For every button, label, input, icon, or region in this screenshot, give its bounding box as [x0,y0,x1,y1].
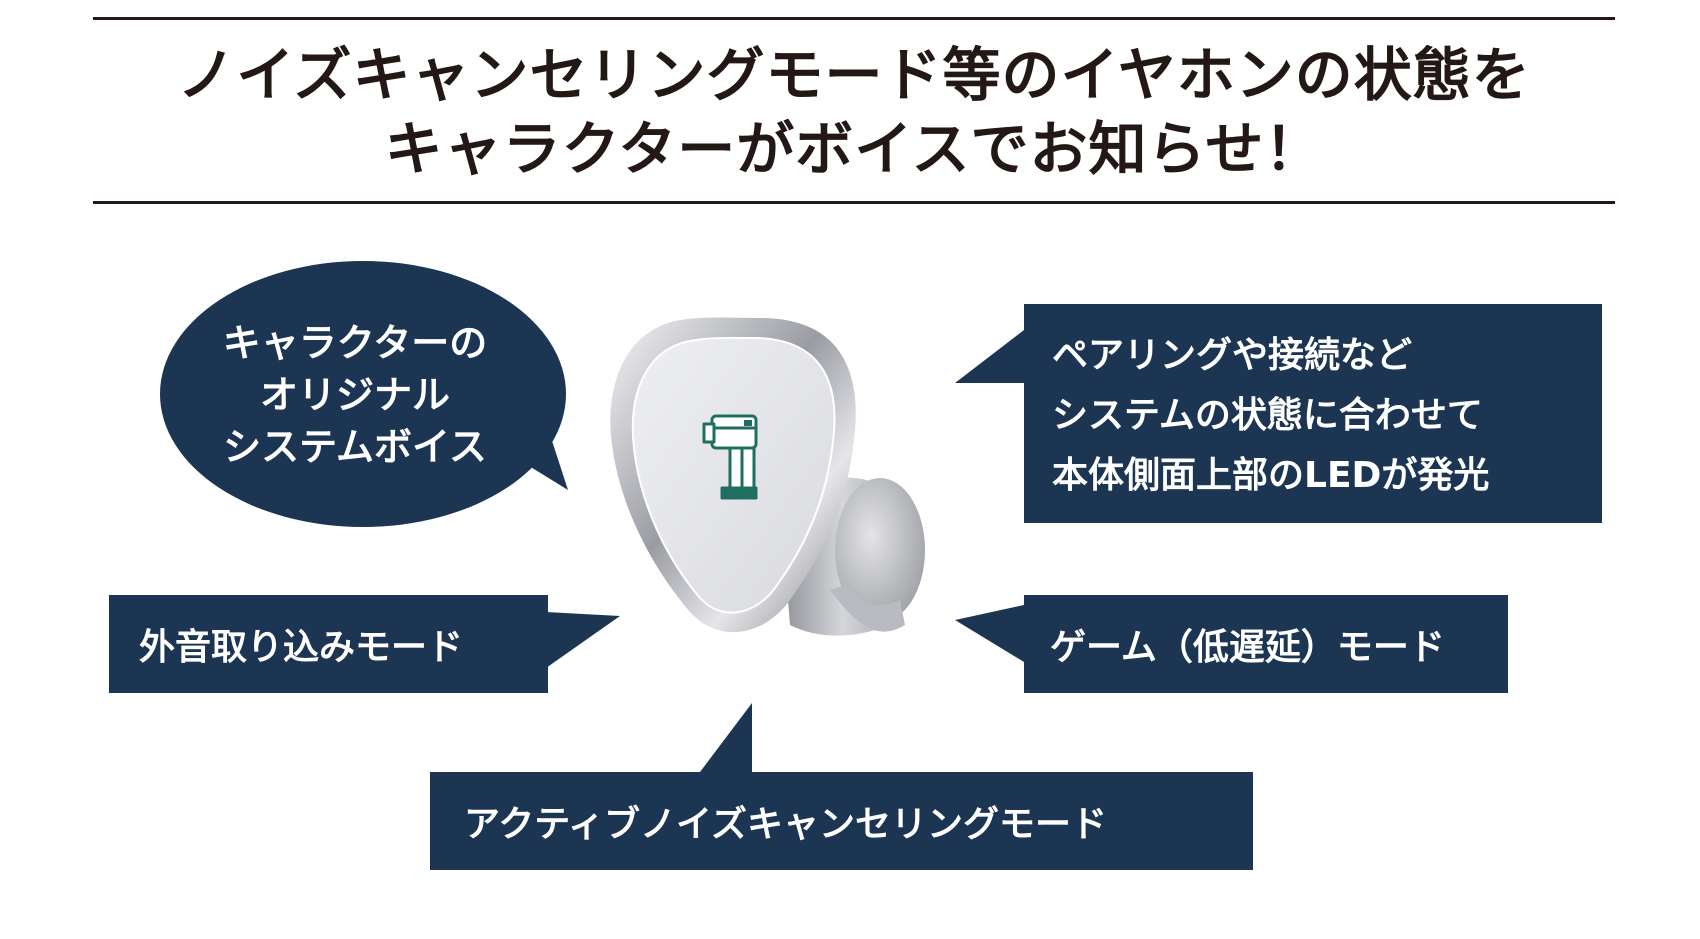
bubble-line-1: キャラクターの [222,321,488,365]
ear-tip [835,478,925,622]
game-mode-box: ゲーム（低遅延）モード [1024,595,1508,693]
led-info-line-1: ペアリングや接続など [1052,335,1413,376]
ambient-box-pointer [546,612,620,668]
headline-line-1: ノイズキャンセリングモード等のイヤホンの状態を [177,41,1531,109]
led-info-box: ペアリングや接続など システムの状態に合わせて 本体側面上部のLEDが発光 [1024,304,1602,523]
anc-mode-label: アクティブノイズキャンセリングモード [464,804,1107,845]
game-box-pointer [955,605,1024,662]
ambient-mode-label: 外音取り込みモード [139,627,464,668]
headline-line-2: キャラクターがボイスでお知らせ！ [384,115,1324,183]
game-mode-label: ゲーム（低遅延）モード [1050,627,1445,668]
led-info-line-2: システムの状態に合わせて [1052,395,1483,436]
character-logo-icon [702,414,758,500]
led-info-line-3: 本体側面上部のLEDが発光 [1052,455,1490,496]
bubble-line-3: システムボイス [223,425,487,469]
anc-box-pointer [700,703,752,772]
ambient-mode-box: 外音取り込みモード [109,595,548,693]
earbud-illustration [610,317,925,636]
headline-bottom-rule [93,201,1615,204]
led-box-pointer [955,330,1024,383]
anc-mode-box: アクティブノイズキャンセリングモード [430,772,1253,870]
headline-top-rule [93,17,1615,20]
bubble-line-2: オリジナル [259,373,450,417]
speech-bubble [160,261,568,527]
